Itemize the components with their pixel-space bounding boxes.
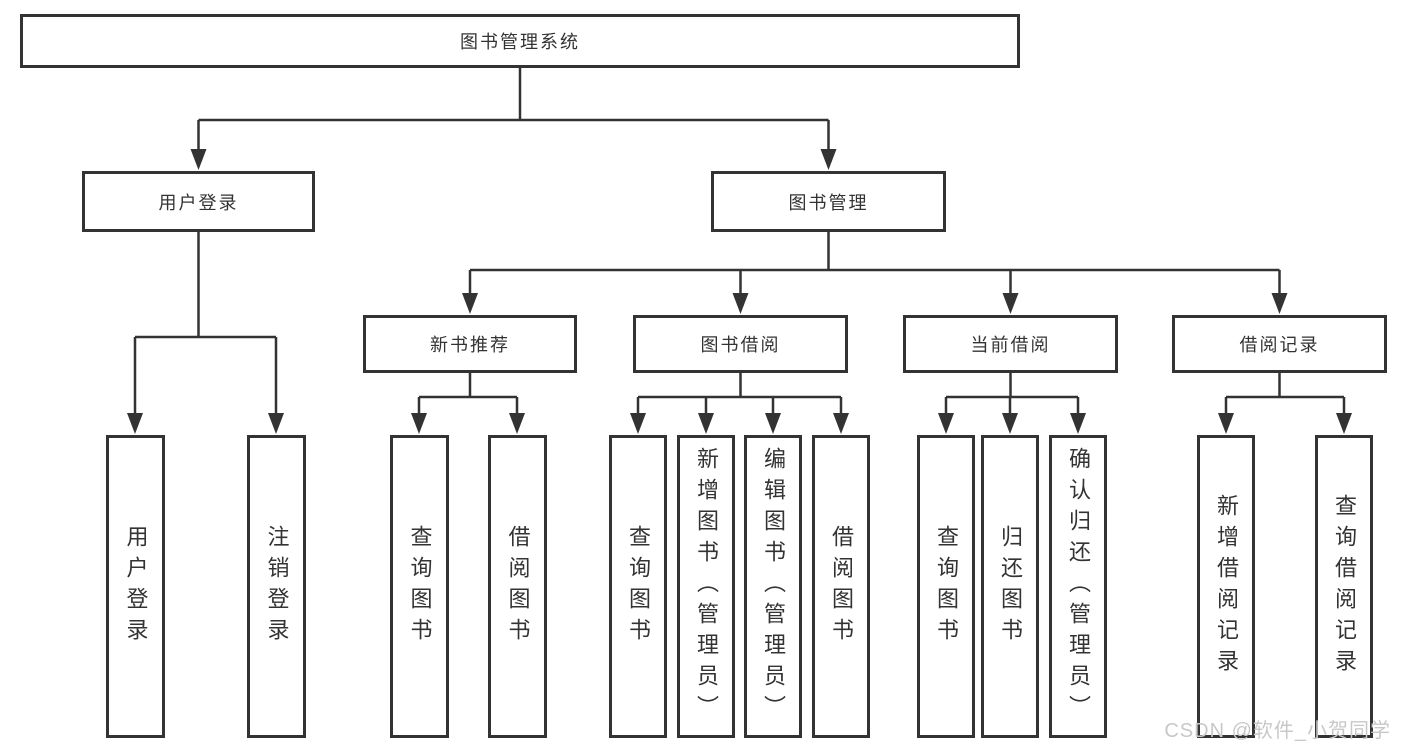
node-bb-query-books-label: 查询图书 bbox=[626, 524, 651, 649]
node-bb-edit-books-admin: 编辑图书（管理员） bbox=[744, 435, 802, 738]
node-bb-query-books: 查询图书 bbox=[609, 435, 667, 738]
node-nbr-borrow-books: 借阅图书 bbox=[488, 435, 547, 738]
node-leaf-logout: 注销登录 bbox=[247, 435, 306, 738]
node-cb-confirm-return-admin-label: 确认归还（管理员） bbox=[1066, 447, 1091, 726]
node-leaf-logout-label: 注销登录 bbox=[264, 524, 290, 649]
node-nbr-borrow-books-label: 借阅图书 bbox=[505, 524, 531, 649]
node-nbr-query-books: 查询图书 bbox=[390, 435, 449, 738]
watermark: CSDN @软件_小贺同学 bbox=[1164, 720, 1391, 742]
node-root-label: 图书管理系统 bbox=[460, 32, 580, 52]
node-book-management: 图书管理 bbox=[711, 171, 946, 232]
node-br-query-record-label: 查询借阅记录 bbox=[1332, 493, 1357, 680]
node-nbr-query-books-label: 查询图书 bbox=[407, 524, 433, 649]
node-book-borrowing: 图书借阅 bbox=[633, 315, 848, 373]
node-br-add-record-label: 新增借阅记录 bbox=[1214, 493, 1239, 680]
node-user-login: 用户登录 bbox=[82, 171, 315, 232]
node-cb-query-books-label: 查询图书 bbox=[934, 524, 959, 649]
node-new-book-recommend: 新书推荐 bbox=[363, 315, 577, 373]
node-new-book-recommend-label: 新书推荐 bbox=[430, 335, 510, 355]
node-br-add-record: 新增借阅记录 bbox=[1197, 435, 1255, 738]
node-bb-borrow-books-label: 借阅图书 bbox=[829, 524, 854, 649]
node-bb-add-books-admin-label: 新增图书（管理员） bbox=[694, 447, 719, 726]
node-current-borrowing: 当前借阅 bbox=[903, 315, 1118, 373]
node-bb-edit-books-admin-label: 编辑图书（管理员） bbox=[761, 447, 786, 726]
node-leaf-user-login: 用户登录 bbox=[106, 435, 165, 738]
node-leaf-user-login-label: 用户登录 bbox=[123, 524, 149, 649]
node-bb-borrow-books: 借阅图书 bbox=[812, 435, 870, 738]
node-user-login-label: 用户登录 bbox=[158, 192, 239, 213]
node-book-borrowing-label: 图书借阅 bbox=[700, 335, 781, 355]
node-borrow-records: 借阅记录 bbox=[1172, 315, 1387, 373]
node-current-borrowing-label: 当前借阅 bbox=[970, 335, 1051, 355]
node-br-query-record: 查询借阅记录 bbox=[1315, 435, 1373, 738]
node-borrow-records-label: 借阅记录 bbox=[1239, 335, 1320, 355]
node-cb-confirm-return-admin: 确认归还（管理员） bbox=[1049, 435, 1107, 738]
node-root: 图书管理系统 bbox=[20, 14, 1020, 68]
node-book-management-label: 图书管理 bbox=[788, 192, 869, 213]
node-cb-return-books: 归还图书 bbox=[981, 435, 1039, 738]
node-bb-add-books-admin: 新增图书（管理员） bbox=[677, 435, 735, 738]
node-cb-return-books-label: 归还图书 bbox=[998, 524, 1023, 649]
node-cb-query-books: 查询图书 bbox=[917, 435, 975, 738]
